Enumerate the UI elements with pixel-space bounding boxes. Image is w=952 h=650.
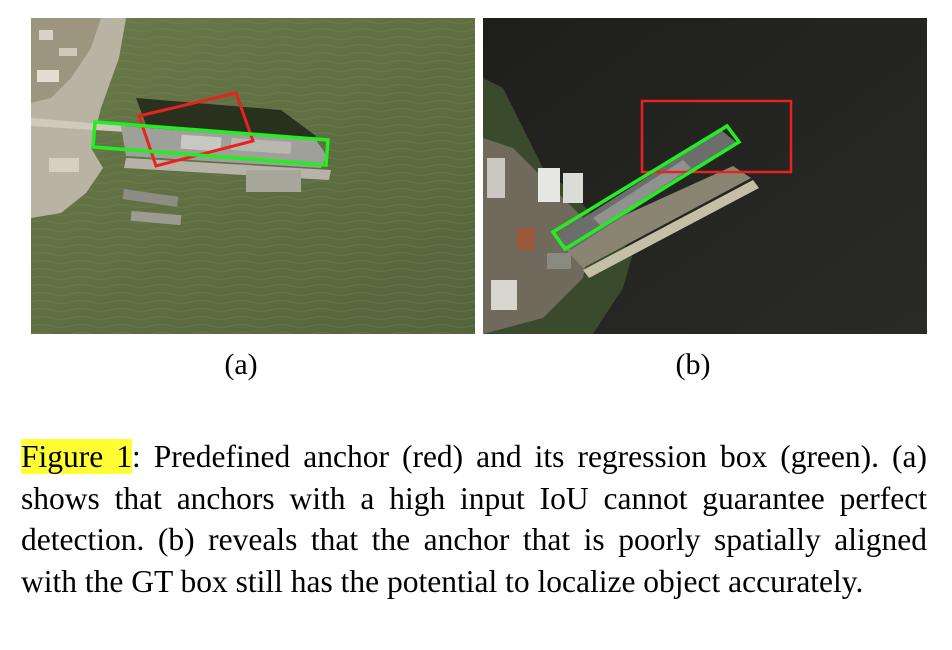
building-b5	[517, 228, 535, 250]
figure-caption: Figure 1: Predefined anchor (red) and it…	[21, 436, 927, 602]
subfigure-label-b: (b)	[675, 348, 711, 381]
building-b6	[547, 253, 571, 269]
building-a1	[39, 30, 53, 40]
building-b3	[563, 173, 583, 203]
pier-block-a1	[246, 170, 301, 192]
figure-reference-link[interactable]: Figure 1	[21, 439, 133, 474]
anchor-box-red-a	[137, 91, 255, 168]
figure-caption-text: : Predefined anchor (red) and its regres…	[21, 439, 927, 599]
building-b4	[491, 280, 517, 310]
building-a4	[49, 158, 79, 172]
dock-edge-b	[583, 180, 759, 278]
aerial-image-a-canvas	[31, 18, 475, 334]
regression-box-green-b	[550, 123, 742, 252]
pier-block-a2	[122, 189, 179, 207]
building-a3	[37, 70, 59, 82]
pier-block-a3	[130, 210, 182, 226]
building-b2	[538, 168, 560, 202]
ship-deck-a1	[180, 134, 222, 152]
anchor-box-red-b	[640, 99, 793, 174]
aerial-image-b	[483, 18, 927, 334]
regression-box-green-a	[91, 120, 330, 167]
aerial-image-a	[31, 18, 475, 334]
building-b1	[487, 158, 505, 198]
subfigure-label-a: (a)	[224, 348, 258, 381]
building-a2	[59, 48, 77, 56]
dry-dock-b	[561, 166, 751, 268]
jetty-a	[31, 118, 126, 132]
aerial-image-b-canvas	[483, 18, 927, 334]
ship-deck-b	[593, 160, 691, 226]
